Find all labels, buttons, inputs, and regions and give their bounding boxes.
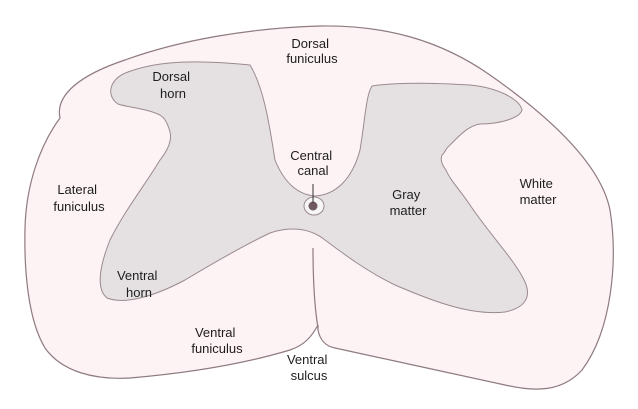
- ventral-sulcus-label: Ventral sulcus: [287, 352, 331, 383]
- central-canal-dot: [308, 201, 318, 211]
- ventral-sulcus-line: [312, 247, 319, 329]
- gray-matter-label: Gray matter: [390, 187, 428, 218]
- ventral-horn-label: Ventral horn: [117, 268, 161, 300]
- dorsal-funiculus-label: Dorsal funiculus: [286, 36, 338, 66]
- central-canal-label: Central canal: [290, 148, 336, 178]
- gray-matter-shape: [99, 61, 528, 314]
- dorsal-horn-label: Dorsal horn: [152, 69, 193, 101]
- lateral-funiculus-label: Lateral funiculus: [53, 182, 105, 214]
- ventral-funiculus-label: Ventral funiculus: [191, 325, 243, 356]
- white-matter-label: White matter: [520, 176, 558, 207]
